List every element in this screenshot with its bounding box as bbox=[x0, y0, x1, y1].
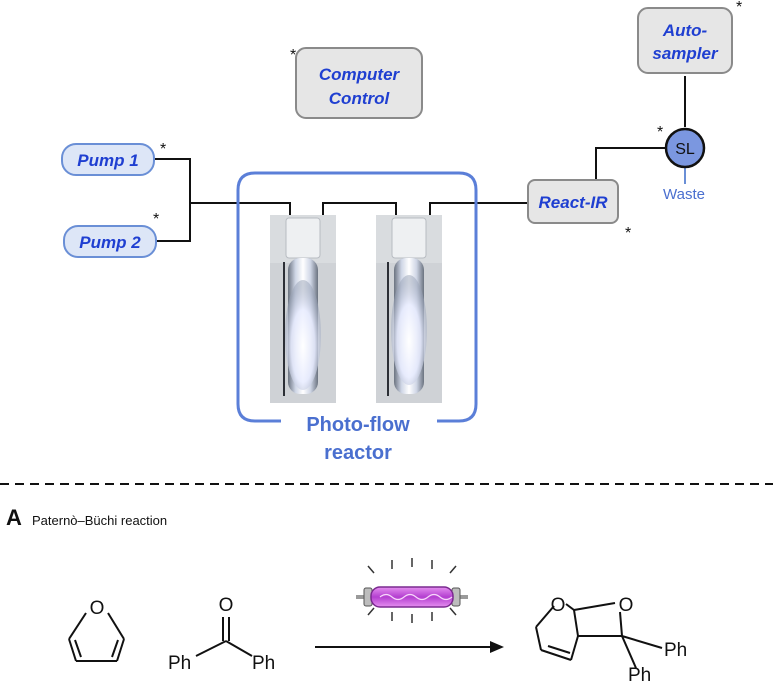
benzophenone-ph-left: Ph bbox=[168, 653, 191, 674]
product-oxygen-ring: O bbox=[551, 595, 566, 616]
autosampler-label-line2: sampler bbox=[652, 44, 719, 63]
benzophenone-ph-right: Ph bbox=[252, 653, 275, 674]
react-ir-box: React-IR * bbox=[527, 179, 631, 242]
product-ph-bottom: Ph bbox=[628, 665, 651, 683]
reaction-arrow bbox=[315, 641, 504, 653]
pump-1-box: Pump 1 * bbox=[61, 141, 166, 176]
react-ir-asterisk: * bbox=[625, 225, 631, 242]
computer-control-box: Computer Control * bbox=[290, 47, 423, 119]
reactor-vial-1 bbox=[270, 215, 336, 403]
photo-flow-reactor: Photo-flow reactor bbox=[236, 171, 478, 464]
reactor-label-line1: Photo-flow bbox=[306, 414, 410, 436]
pump1-line bbox=[155, 158, 191, 203]
reaction-title: Paternò–Büchi reaction bbox=[32, 513, 167, 528]
benzophenone-structure bbox=[195, 617, 253, 657]
reactor-to-ir-line bbox=[429, 202, 528, 216]
react-ir-label: React-IR bbox=[539, 193, 609, 212]
pump-1-label: Pump 1 bbox=[77, 151, 138, 170]
pump-2-label: Pump 2 bbox=[79, 233, 141, 252]
connection-lines bbox=[155, 76, 686, 242]
autosampler-asterisk: * bbox=[736, 0, 742, 16]
panel-letter: A bbox=[6, 505, 22, 530]
pump-2-asterisk: * bbox=[153, 211, 159, 228]
autosampler-label-line1: Auto- bbox=[662, 21, 708, 40]
sample-loop-label: SL bbox=[675, 141, 695, 158]
computer-control-label-line2: Control bbox=[329, 89, 391, 108]
reactor-vial-2 bbox=[376, 215, 442, 403]
reactor-label-line2: reactor bbox=[324, 442, 392, 464]
feed-to-reactor-line bbox=[190, 202, 291, 216]
pump2-line bbox=[155, 203, 191, 242]
benzophenone-oxygen: O bbox=[219, 595, 234, 616]
computer-control-label-line1: Computer bbox=[319, 65, 401, 84]
product-oxygen-oxetane: O bbox=[619, 595, 634, 616]
uv-lamp-icon bbox=[356, 558, 468, 623]
furan-structure bbox=[68, 612, 125, 662]
pump-1-asterisk: * bbox=[160, 141, 166, 158]
furan-oxygen: O bbox=[90, 598, 105, 619]
reactor-frame bbox=[236, 171, 478, 423]
waste-label: Waste bbox=[663, 186, 705, 203]
autosampler-box: Auto- sampler * bbox=[637, 0, 742, 74]
pump-2-box: Pump 2 * bbox=[63, 211, 159, 258]
ir-to-sl-line bbox=[595, 147, 666, 180]
sample-loop: SL * bbox=[657, 124, 706, 169]
sample-loop-asterisk: * bbox=[657, 124, 663, 141]
product-ph-right: Ph bbox=[664, 640, 687, 661]
reactor-bridge-line bbox=[322, 202, 397, 216]
computer-control-asterisk: * bbox=[290, 47, 296, 64]
reaction-heading: A Paternò–Büchi reaction bbox=[6, 505, 167, 530]
product-structure bbox=[535, 602, 663, 669]
